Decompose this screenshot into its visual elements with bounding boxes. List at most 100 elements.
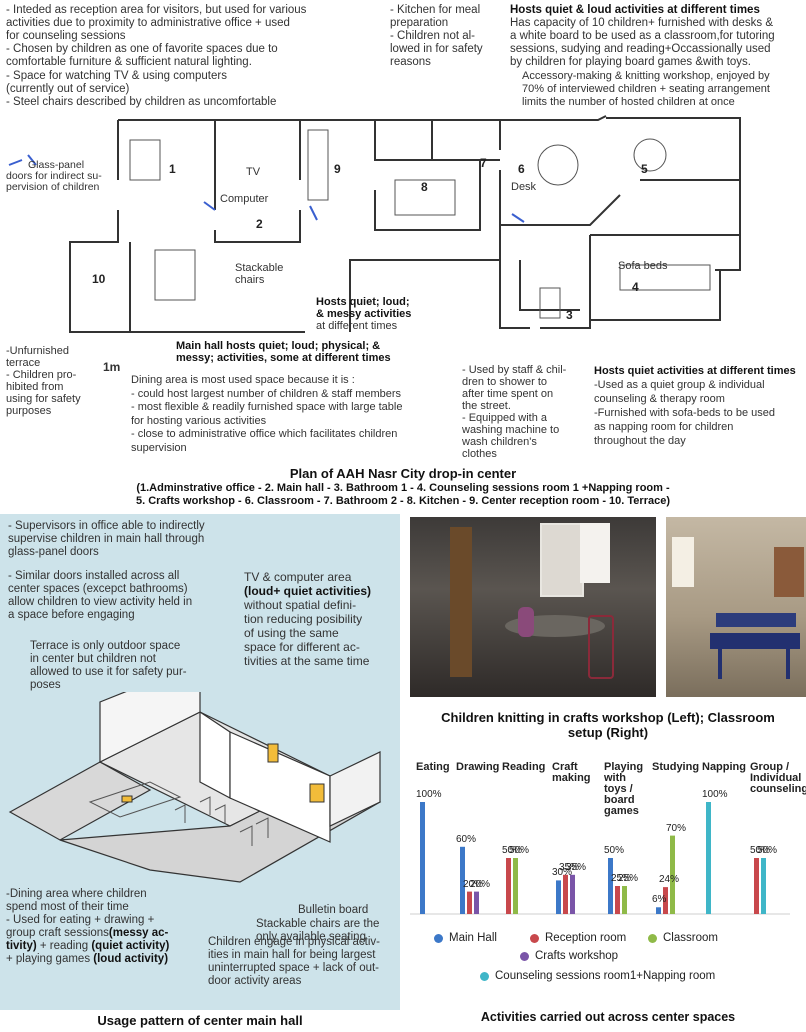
data-label-7-1: 50% xyxy=(757,845,778,856)
note-tv-area: - Space for watching TV & using computer… xyxy=(6,70,277,108)
room-number-7: 7 xyxy=(480,156,487,170)
label-sofa-beds: Sofa beds xyxy=(618,260,668,272)
main-hall-isometric-sketch xyxy=(8,692,382,883)
legend-label-3: Crafts workshop xyxy=(535,950,619,962)
category-label-6: Napping xyxy=(702,761,746,773)
main-hall-caption: Usage pattern of center main hall xyxy=(97,1013,303,1028)
note-classroom: Hosts quiet & loud activities at differe… xyxy=(510,4,775,68)
data-label-5-0: 6% xyxy=(652,894,667,906)
data-label-4-0: 50% xyxy=(604,845,625,856)
bar-4-2 xyxy=(622,886,627,914)
bar-1-3 xyxy=(474,891,479,914)
note-reception-room: - Inteded as reception area for visitors… xyxy=(6,4,307,68)
category-label-0: Eating xyxy=(416,761,450,773)
note-physical-activities: Children engage in physical activ-ities … xyxy=(208,936,380,987)
note-supervisors: - Supervisors in office able to indirect… xyxy=(8,520,205,558)
category-label-5: Studying xyxy=(652,761,700,773)
legend-label-2: Classroom xyxy=(663,932,718,944)
photo-crafts-workshop xyxy=(410,517,656,697)
legend-label-4: Counseling sessions room1+Napping room xyxy=(495,970,716,982)
note-counseling-room: Hosts quiet activities at different time… xyxy=(594,365,796,447)
plan-subtitle: (1.Adminstrative office - 2. Main hall -… xyxy=(135,482,671,507)
room-number-3: 3 xyxy=(566,308,573,322)
activities-bar-chart xyxy=(410,802,790,915)
data-label-7-0: 50% xyxy=(750,845,771,856)
room-number-4: 4 xyxy=(632,280,639,294)
legend-item-0: Main Hall xyxy=(434,932,497,944)
label-computer: Computer xyxy=(220,193,269,205)
note-main-hall: Main hall hosts quiet; loud; physical; &… xyxy=(176,340,391,364)
data-label-5-2: 70% xyxy=(666,822,687,834)
bar-3-3 xyxy=(570,874,575,914)
bar-6-4 xyxy=(706,802,711,914)
room-number-5: 5 xyxy=(641,162,648,176)
legend-swatch-0 xyxy=(434,933,443,943)
bar-4-0 xyxy=(608,858,613,914)
bar-5-1 xyxy=(663,887,668,914)
category-label-1: Drawing xyxy=(456,761,500,773)
room-number-6: 6 xyxy=(518,162,525,176)
photo-classroom xyxy=(666,517,806,697)
room-number-10: 10 xyxy=(92,272,106,286)
chart-title: Activities carried out across center spa… xyxy=(480,1010,736,1024)
category-label-2: Reading xyxy=(502,761,546,773)
data-label-1-2: 20% xyxy=(470,878,491,890)
data-label-2-0: 50% xyxy=(502,845,523,856)
room-number-9: 9 xyxy=(334,162,341,176)
data-label-1-0: 60% xyxy=(456,833,477,845)
bar-1-1 xyxy=(467,891,472,914)
legend-item-2: Classroom xyxy=(648,932,718,944)
bar-4-1 xyxy=(615,886,620,914)
plan-title: Plan of AAH Nasr City drop-in center xyxy=(289,466,517,481)
data-label-4-2: 25% xyxy=(618,873,639,884)
note-crafts-workshop: Accessory-making & knitting workshop, en… xyxy=(522,70,770,108)
scale-bar-label: 1m xyxy=(103,360,121,374)
bar-7-4 xyxy=(761,858,766,914)
data-label-1-1: 20% xyxy=(463,878,484,890)
main-hall-usage-panel: - Supervisors in office able to indirect… xyxy=(0,514,400,1010)
note-dining-area: Dining area is most used space because i… xyxy=(131,374,403,454)
legend-item-4: Counseling sessions room1+Napping room xyxy=(480,970,715,982)
legend-item-3: Crafts workshop xyxy=(520,950,618,962)
bar-2-1 xyxy=(506,858,511,914)
bar-5-0 xyxy=(656,907,661,914)
data-label-3-1: 35% xyxy=(559,861,580,873)
floor-plan-drawing xyxy=(8,115,741,333)
bar-5-2 xyxy=(670,835,675,914)
data-label-4-1: 25% xyxy=(611,873,632,884)
room-number-1: 1 xyxy=(169,162,176,176)
bar-0-0 xyxy=(420,802,425,914)
bar-2-2 xyxy=(513,858,518,914)
label-tv: TV xyxy=(246,166,261,178)
bar-3-0 xyxy=(556,880,561,914)
room-number-8: 8 xyxy=(421,180,428,194)
legend-label-0: Main Hall xyxy=(449,932,497,944)
label-bulletin-board: Bulletin board xyxy=(298,904,369,916)
legend-swatch-2 xyxy=(648,933,657,943)
bar-3-1 xyxy=(563,874,568,914)
legend-label-1: Reception room xyxy=(545,932,627,944)
legend-swatch-3 xyxy=(520,951,529,961)
legend-swatch-4 xyxy=(480,971,489,981)
photos-caption: Children knitting in crafts workshop (Le… xyxy=(441,710,775,740)
data-label-5-1: 24% xyxy=(659,874,680,886)
label-desk: Desk xyxy=(511,181,537,193)
room-number-2: 2 xyxy=(256,217,263,231)
bar-1-0 xyxy=(460,846,465,914)
note-tv-computer-area: TV & computer area (loud+ quiet activiti… xyxy=(244,570,372,668)
